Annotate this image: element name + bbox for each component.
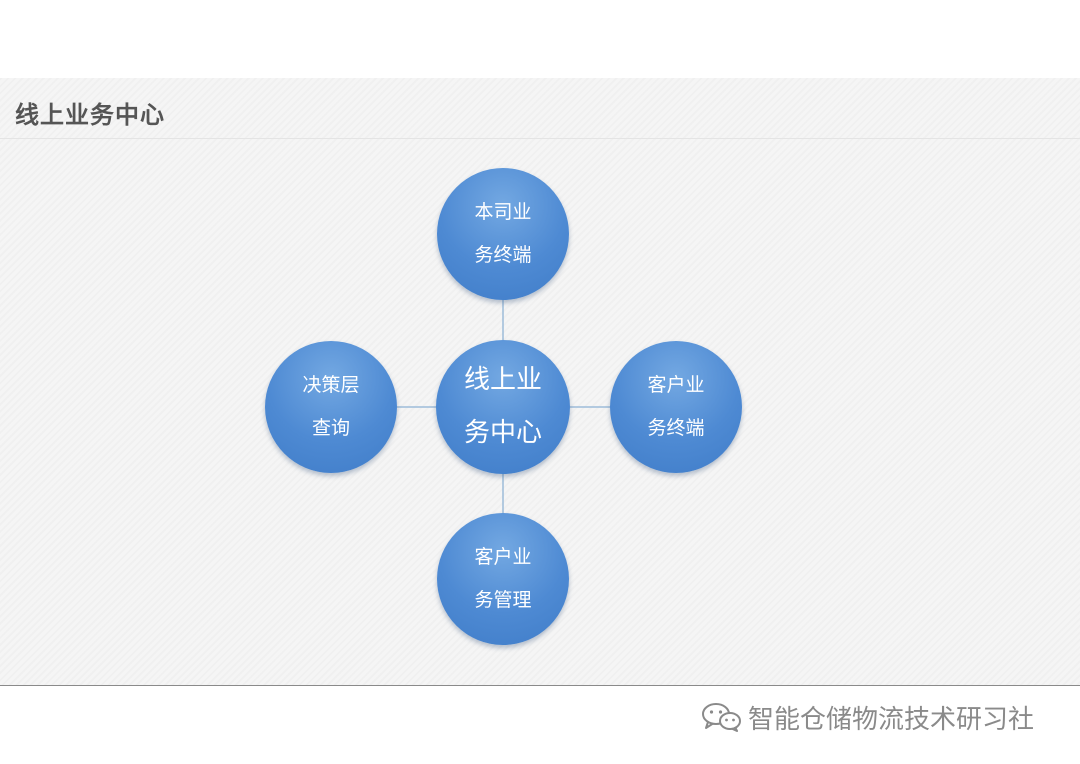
slide-header: 线上业务中心 [0, 78, 1080, 139]
slide-bottom-divider [0, 685, 1080, 686]
node-bottom-line1: 客户业 [474, 546, 532, 568]
wechat-icon [702, 703, 741, 732]
node-bottom: 客户业 务管理 [437, 513, 569, 645]
node-center-line2: 务中心 [463, 418, 542, 448]
node-center: 线上业 务中心 [436, 340, 570, 474]
node-top-line1: 本司业 [474, 201, 532, 223]
node-right-line1: 客户业 [647, 374, 705, 396]
node-top: 本司业 务终端 [437, 168, 569, 300]
watermark: 智能仓储物流技术研习社 [700, 700, 1035, 735]
watermark-text: 智能仓储物流技术研习社 [748, 704, 1035, 735]
node-right: 客户业 务终端 [610, 341, 742, 473]
node-bottom-line2: 务管理 [474, 589, 532, 611]
node-left: 决策层 查询 [265, 341, 397, 473]
slide-title: 线上业务中心 [15, 101, 165, 129]
node-left-line2: 查询 [311, 417, 350, 439]
node-center-line1: 线上业 [463, 365, 542, 395]
node-right-line2: 务终端 [647, 417, 705, 439]
node-top-line2: 务终端 [474, 244, 532, 266]
node-left-line1: 决策层 [302, 374, 360, 396]
